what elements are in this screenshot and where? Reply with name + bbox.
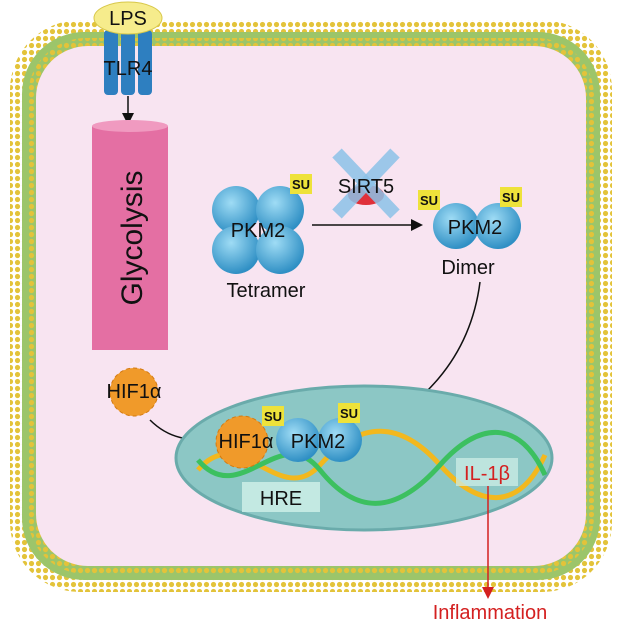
lps-label: LPS: [109, 8, 147, 30]
nuclear-hif1a-label: HIF1α: [219, 431, 274, 453]
inflammation-label: Inflammation: [433, 602, 548, 624]
su-tag: SU: [340, 406, 358, 421]
glycolysis-bar: [92, 126, 168, 350]
tlr4-label: TLR4: [104, 58, 153, 80]
pkm2-dimer: SU SU PKM2 Dimer: [418, 187, 522, 279]
nuclear-pkm2-label: PKM2: [291, 431, 345, 453]
sirt5-label: SIRT5: [338, 176, 394, 198]
hre-label: HRE: [260, 488, 302, 510]
tlr4-receptor: TLR4: [104, 30, 153, 95]
su-tag: SU: [420, 193, 438, 208]
su-tag: SU: [264, 409, 282, 424]
glycolysis-label: Glycolysis: [116, 170, 149, 305]
sirt5-inhibited: SIRT5: [332, 148, 400, 219]
tetramer-label: PKM2: [231, 220, 285, 242]
su-tag: SU: [292, 177, 310, 192]
dimer-label: PKM2: [448, 217, 502, 239]
dimer-caption: Dimer: [441, 257, 495, 279]
hif1a-protein: [109, 367, 159, 417]
il1b-label: IL-1β: [464, 463, 510, 485]
hif1a-label: HIF1α: [107, 381, 162, 403]
su-tag: SU: [502, 190, 520, 205]
pkm2-tetramer: SU PKM2 Tetramer: [212, 174, 312, 302]
lps-ligand: [93, 1, 163, 35]
tetramer-caption: Tetramer: [227, 280, 306, 302]
